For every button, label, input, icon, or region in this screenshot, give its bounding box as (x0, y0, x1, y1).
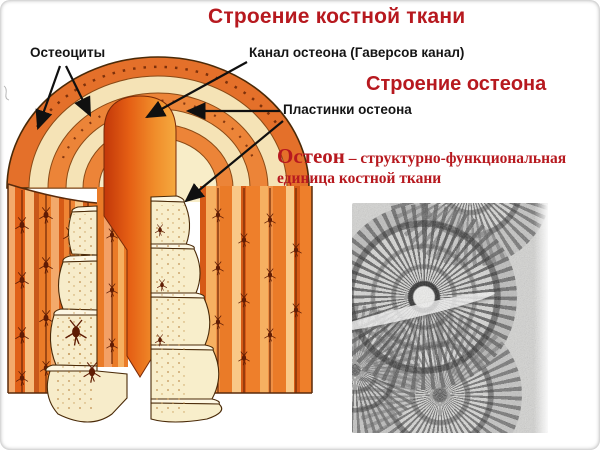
osteon-definition: Остеон – структурно-функциональная едини… (277, 146, 599, 189)
edge-artifact (3, 85, 10, 101)
section-heading: Строение остеона (366, 73, 547, 95)
right-lamellae-panel (200, 186, 313, 394)
page-title: Строение костной ткани (208, 5, 466, 28)
micrograph-right-fade (534, 203, 548, 433)
micrograph-grain (352, 203, 548, 433)
canal-arrow (145, 61, 248, 119)
definition-term: Остеон (277, 144, 345, 168)
definition-text: – структурно-функциональная единица кост… (277, 150, 567, 187)
lamellae-arrow-diagonal (184, 120, 284, 203)
label-osteocytes: Остеоциты (30, 45, 106, 60)
label-osteon-lamellae: Пластинки остеона (283, 102, 412, 117)
label-osteon-canal: Канал остеона (Гаверсов канал) (249, 45, 465, 60)
osteocytes-arrow-left (35, 65, 62, 131)
lamellae-speckles (54, 205, 186, 415)
osteocytes-arrow-right (65, 65, 91, 117)
osteon-micrograph-image (352, 203, 548, 433)
label-arrows (35, 61, 284, 203)
